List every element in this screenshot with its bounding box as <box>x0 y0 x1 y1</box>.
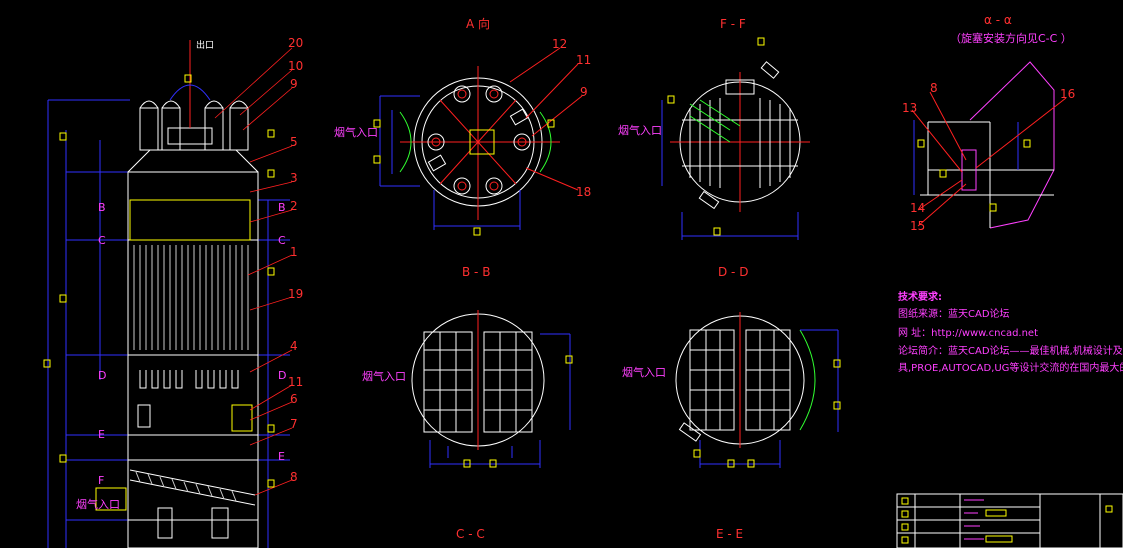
part-number: 11 <box>576 53 591 67</box>
section-letter: C <box>98 234 106 247</box>
view-title-a: A 向 <box>466 16 490 31</box>
part-number: 8 <box>290 470 298 484</box>
notes-line: 图纸来源：蓝天CAD论坛 <box>898 307 1010 320</box>
part-number: 16 <box>1060 87 1075 101</box>
section-letter: B <box>98 201 106 214</box>
notes-line: 论坛简介：蓝天CAD论坛——最佳机械,机械设计及加工工艺,模具设计及工艺 <box>898 344 1123 357</box>
section-letter: E <box>98 428 105 441</box>
part-number: 13 <box>902 101 917 115</box>
section-letter: C <box>278 234 286 247</box>
part-number: 1 <box>290 245 298 259</box>
part-number: 3 <box>290 171 298 185</box>
title-block <box>896 493 1123 548</box>
part-number: 19 <box>288 287 303 301</box>
gas-inlet-label: 烟气入口 <box>334 125 378 139</box>
section-letter: E <box>278 450 285 463</box>
gas-inlet-label: 烟气入口 <box>362 369 406 383</box>
gas-inlet-label: 烟气入口 <box>618 123 662 137</box>
notes-title: 技术要求: <box>898 290 942 303</box>
view-ff: F - F <box>661 17 810 240</box>
part-number: 15 <box>910 219 925 233</box>
section-letters: B B C C D D E E F <box>98 201 286 487</box>
section-letter: B <box>278 201 286 214</box>
view-title-bb: B - B <box>462 265 490 279</box>
part-number: 2 <box>290 199 298 213</box>
part-number: 11 <box>288 375 303 389</box>
part-number: 20 <box>288 36 303 50</box>
part-number: 4 <box>290 339 298 353</box>
view-dd: D - D <box>675 265 841 468</box>
gas-inlet-label: 烟气入口 <box>76 497 120 511</box>
view-note-alpha: （旋塞安装方向见C-C ） <box>950 31 1072 45</box>
elevation-view <box>47 40 290 548</box>
part-number: 5 <box>290 135 298 149</box>
part-number: 9 <box>290 77 298 91</box>
elevation-part-numbers: 20 10 9 5 3 2 1 19 4 11 6 7 8 <box>288 36 303 484</box>
view-title-cc: C - C <box>456 527 485 541</box>
view-title-dd: D - D <box>718 265 748 279</box>
part-number: 14 <box>910 201 925 215</box>
notes-line: 具,PROE,AUTOCAD,UG等设计交流的在国内最大的专业论坛 <box>898 361 1123 374</box>
view-title-alpha: α - α <box>984 13 1012 27</box>
part-number: 7 <box>290 417 298 431</box>
view-bb: B - B <box>411 265 573 468</box>
part-number: 8 <box>930 81 938 95</box>
part-number: 18 <box>576 185 591 199</box>
view-alpha: α - α （旋塞安装方向见C-C ） <box>911 13 1072 229</box>
section-letter: D <box>278 369 286 382</box>
gas-inlet-label: 烟气入口 <box>622 365 666 379</box>
part-number: 6 <box>290 392 298 406</box>
view-a: A 向 <box>373 16 583 236</box>
part-number: 12 <box>552 37 567 51</box>
notes-line: 网 址：http://www.cncad.net <box>898 326 1038 339</box>
section-letter: D <box>98 369 106 382</box>
outlet-label: 出口 <box>196 39 214 51</box>
view-title-ee: E - E <box>716 527 743 541</box>
part-number: 9 <box>580 85 588 99</box>
section-letter: F <box>98 474 104 487</box>
part-number: 10 <box>288 59 303 73</box>
technical-notes: 技术要求: 图纸来源：蓝天CAD论坛 网 址：http://www.cncad.… <box>898 290 1123 374</box>
view-title-ff: F - F <box>720 17 746 31</box>
